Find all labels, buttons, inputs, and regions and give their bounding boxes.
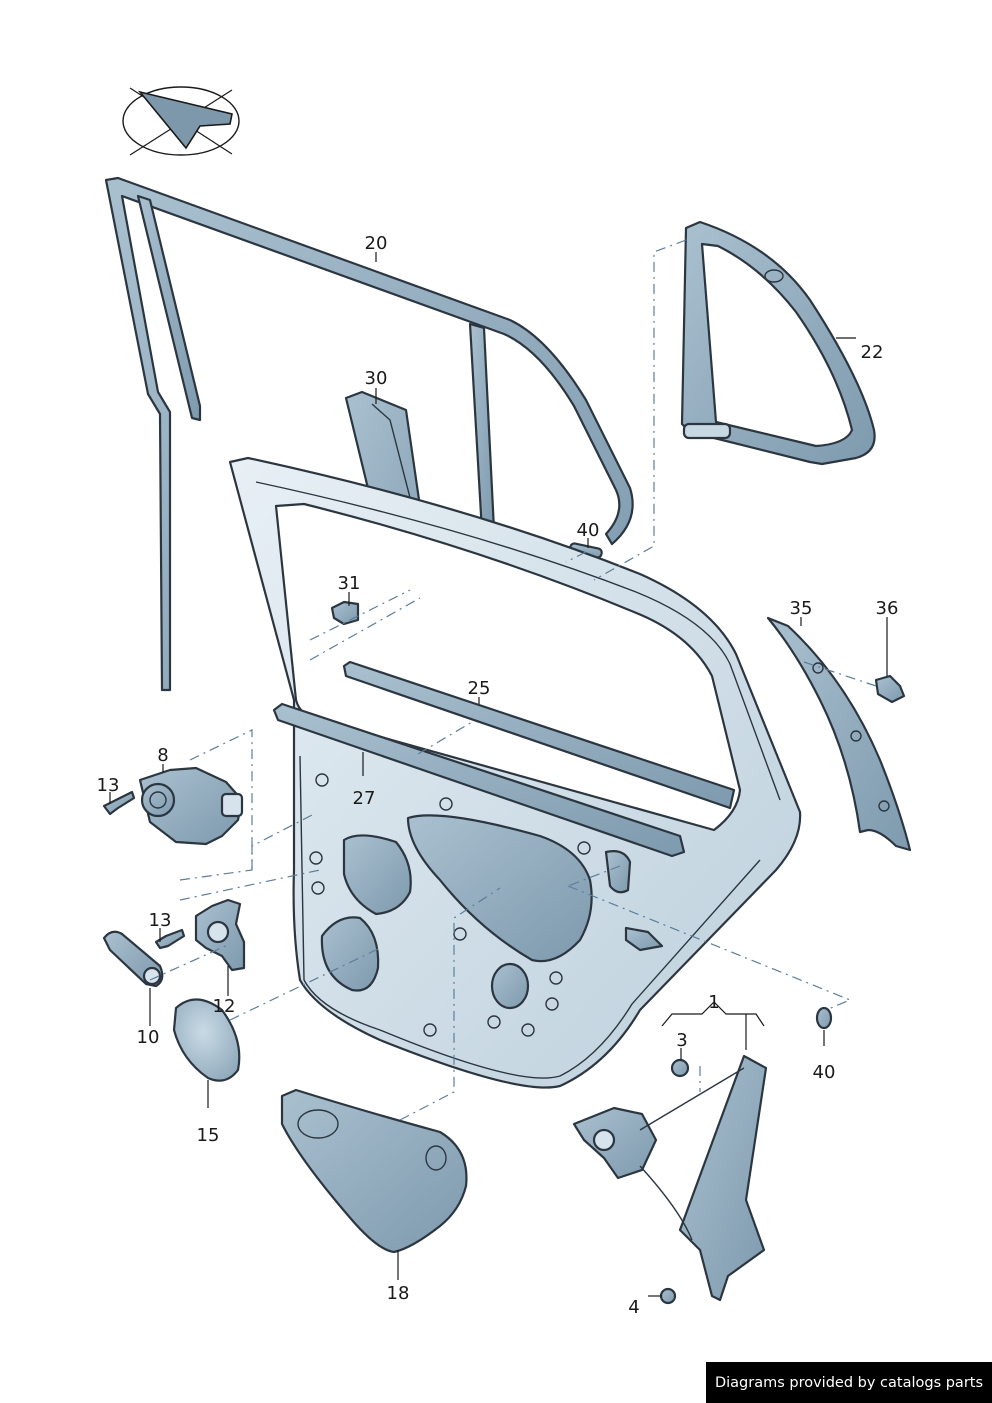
callout-13-upper: 13 xyxy=(97,775,120,796)
clip-36 xyxy=(874,674,906,704)
callout-40-right: 40 xyxy=(813,1062,836,1083)
callout-8: 8 xyxy=(157,745,168,766)
callout-12: 12 xyxy=(213,996,236,1017)
door-shell xyxy=(228,456,802,1089)
callout-30: 30 xyxy=(365,368,388,389)
rear-trim-strip xyxy=(766,616,912,852)
leader-lines xyxy=(109,252,888,1297)
callout-4: 4 xyxy=(628,1297,639,1318)
credit-banner: Diagrams provided by catalogs parts xyxy=(706,1362,992,1403)
regulator-drive xyxy=(194,898,246,972)
clip-31 xyxy=(330,600,360,626)
assembly-lines xyxy=(149,239,877,1121)
quarter-window-frame xyxy=(680,220,876,466)
screw-13-upper xyxy=(102,790,136,816)
window-motor xyxy=(138,766,244,846)
callout-1: 1 xyxy=(708,992,719,1013)
window-regulator xyxy=(572,1054,768,1302)
callout-10: 10 xyxy=(137,1027,160,1048)
window-crank-handle xyxy=(102,930,164,988)
callout-22: 22 xyxy=(861,342,884,363)
credit-text: Diagrams provided by catalogs parts xyxy=(714,1374,984,1391)
direction-arrow-in-ellipse-icon xyxy=(122,86,240,156)
grommet xyxy=(815,1006,833,1030)
screw-13-lower xyxy=(154,928,186,950)
nut-3 xyxy=(670,1058,690,1078)
callout-13-lower: 13 xyxy=(149,910,172,931)
round-cover xyxy=(172,998,241,1082)
callout-40-top: 40 xyxy=(577,520,600,541)
door-panel-insulation xyxy=(280,1088,468,1254)
window-channel-seal xyxy=(104,176,634,692)
callout-36: 36 xyxy=(876,598,899,619)
callout-27: 27 xyxy=(353,788,376,809)
callout-15: 15 xyxy=(197,1125,220,1146)
callout-35: 35 xyxy=(790,598,813,619)
callout-18: 18 xyxy=(387,1283,410,1304)
callout-labels: 20 22 30 40 31 35 36 25 8 13 27 13 12 1 … xyxy=(97,233,899,1318)
nut-4 xyxy=(659,1287,677,1305)
callout-25: 25 xyxy=(468,678,491,699)
callout-31: 31 xyxy=(338,573,361,594)
inner-window-seal xyxy=(342,660,736,810)
callout-20: 20 xyxy=(365,233,388,254)
callout-3: 3 xyxy=(676,1030,687,1051)
outer-window-seal xyxy=(272,702,686,858)
